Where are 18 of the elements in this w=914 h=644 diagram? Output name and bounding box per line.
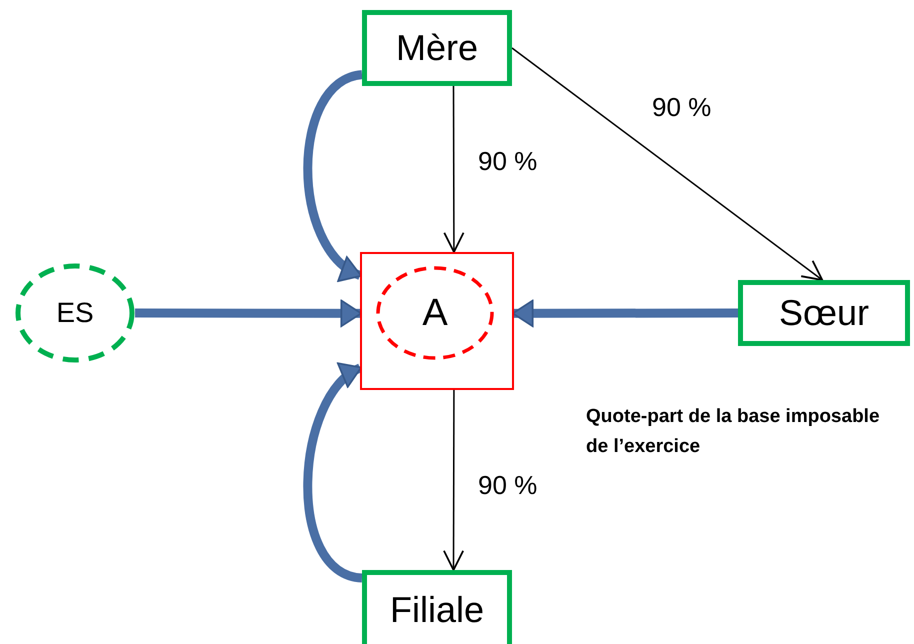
note-text: Quote-part de la base imposable de l’exercice <box>586 405 881 459</box>
entity-box <box>362 10 512 86</box>
node-label: Filiale <box>390 589 484 631</box>
thick-arrow <box>303 364 364 582</box>
arrow <box>512 47 824 281</box>
entity-square <box>360 252 514 390</box>
dashed-circle <box>375 265 495 361</box>
arrow <box>443 86 464 253</box>
dashed-circle <box>15 263 135 363</box>
node-label: Mère <box>396 27 478 69</box>
arrow <box>443 390 464 571</box>
thick-arrow <box>303 70 364 280</box>
node-label: A <box>422 292 448 334</box>
entity-box <box>738 280 910 346</box>
node-label: Sœur <box>779 292 869 334</box>
node-label: ES <box>56 297 94 329</box>
entity-box <box>362 570 512 644</box>
thick-arrow <box>135 300 362 328</box>
